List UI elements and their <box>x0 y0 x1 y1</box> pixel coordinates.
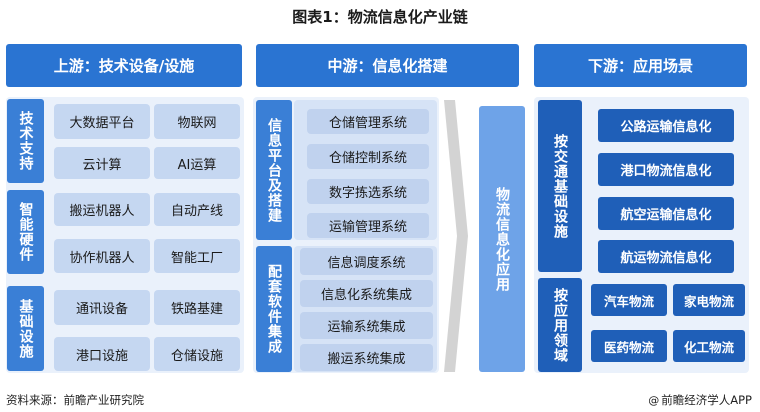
brand-credit: @ 前瞻经济学人APP <box>648 392 752 408</box>
upstream-group-infra-label: 基础设施 <box>7 286 44 371</box>
downstream-item-appliance: 家电物流 <box>673 284 745 316</box>
midstream-item-integration: 信息化系统集成 <box>300 280 433 307</box>
upstream-item-transport-robot: 搬运机器人 <box>54 193 150 226</box>
upstream-item-smart-factory: 智能工厂 <box>154 239 240 273</box>
midstream-item-transport-integration: 运输系统集成 <box>300 312 433 339</box>
downstream-item-air: 航空运输信息化 <box>598 197 734 230</box>
upstream-group-hardware-label: 智能硬件 <box>7 190 44 274</box>
midstream-item-handling-integration: 搬运系统集成 <box>300 344 433 371</box>
upstream-item-port: 港口设施 <box>54 337 150 371</box>
downstream-item-chemical: 化工物流 <box>673 330 745 362</box>
upstream-item-cobot: 协作机器人 <box>54 239 150 273</box>
midstream-group-software-label: 配套软件集成 <box>256 246 292 372</box>
flow-arrow-icon <box>444 100 468 372</box>
header-downstream: 下游：应用场景 <box>534 44 747 87</box>
upstream-item-comm: 通讯设备 <box>54 290 150 325</box>
downstream-group-infra-label: 按交通基础设施 <box>538 100 582 272</box>
upstream-item-auto-line: 自动产线 <box>154 193 240 226</box>
upstream-item-ai: AI运算 <box>154 147 240 179</box>
downstream-group-domain-label: 按应用领域 <box>538 278 582 372</box>
downstream-item-port: 港口物流信息化 <box>598 153 734 186</box>
upstream-item-cloud: 云计算 <box>54 147 150 179</box>
page-title: 图表1：物流信息化产业链 <box>292 8 468 26</box>
upstream-group-tech-label: 技术支持 <box>7 99 44 183</box>
downstream-item-auto: 汽车物流 <box>591 284 667 316</box>
midstream-application: 物流信息化应用 <box>479 106 525 372</box>
midstream-item-picking: 数字拣选系统 <box>307 179 429 204</box>
midstream-item-dispatch: 信息调度系统 <box>300 248 433 275</box>
source-note: 资料来源：前瞻产业研究院 <box>6 393 144 407</box>
midstream-group-platform-label: 信息平台及搭建 <box>256 100 292 240</box>
copyright-icon: @ <box>648 393 660 407</box>
upstream-item-big-data: 大数据平台 <box>54 104 150 139</box>
downstream-item-medical: 医药物流 <box>591 330 667 362</box>
upstream-item-rail: 铁路基建 <box>154 290 240 325</box>
brand-name: 前瞻经济学人APP <box>661 393 752 407</box>
midstream-item-wcs: 仓储控制系统 <box>307 144 429 169</box>
midstream-item-wms: 仓储管理系统 <box>307 109 429 134</box>
downstream-item-shipping: 航运物流信息化 <box>598 240 734 273</box>
midstream-item-tms: 运输管理系统 <box>307 213 429 238</box>
upstream-item-iot: 物联网 <box>154 104 240 139</box>
upstream-item-warehouse: 仓储设施 <box>154 337 240 371</box>
upstream-panel <box>6 97 244 373</box>
header-midstream: 中游：信息化搭建 <box>256 44 519 87</box>
downstream-item-road: 公路运输信息化 <box>598 109 734 142</box>
header-upstream: 上游：技术设备/设施 <box>6 44 242 87</box>
